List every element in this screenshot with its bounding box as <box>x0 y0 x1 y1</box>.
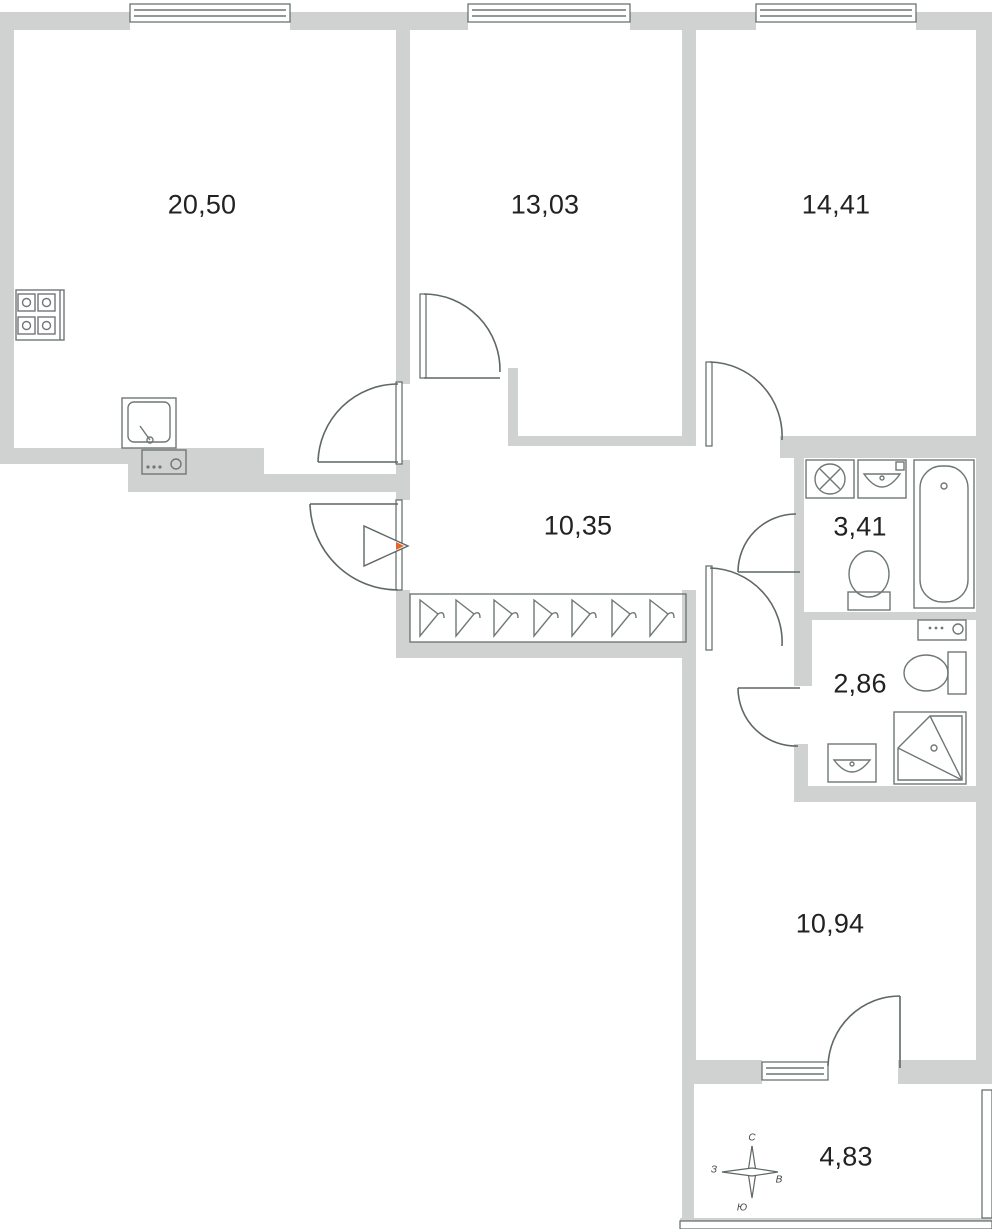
door-balcony <box>827 995 901 1068</box>
windows <box>129 3 992 1229</box>
walls <box>0 12 992 1229</box>
window-bedroom-2 <box>755 3 917 23</box>
hanger-icons <box>419 598 675 638</box>
window-bedroom-3 <box>761 1061 829 1081</box>
cooktop-icon <box>141 449 187 475</box>
area-shower-room: 2,86 <box>833 668 887 699</box>
toilet-2-icon <box>903 651 967 695</box>
window-bedroom-1 <box>467 3 631 23</box>
area-bathroom: 3,41 <box>833 511 887 542</box>
toilet-icon <box>847 550 891 611</box>
area-bedroom-1: 13,03 <box>510 189 580 220</box>
countertop-icon <box>917 619 967 641</box>
door-shower <box>737 687 800 747</box>
wardrobe-icon <box>409 593 687 643</box>
door-bedroom-3 <box>705 565 783 651</box>
area-balcony: 4,83 <box>819 1141 873 1172</box>
compass-south-label: Ю <box>736 1202 748 1214</box>
entrance-marker-icon <box>363 524 410 568</box>
bathtub-icon <box>913 459 975 609</box>
window-kitchen <box>129 3 291 23</box>
compass-east-label: В <box>775 1174 783 1186</box>
shower-cabin-icon <box>893 711 967 785</box>
door-bedroom-2 <box>705 361 783 447</box>
stove-icon <box>15 289 65 341</box>
area-kitchen-living: 20,50 <box>167 189 237 220</box>
door-bedroom-1 <box>419 293 501 379</box>
kitchen-sink-icon <box>121 397 177 449</box>
balcony-glazing <box>679 1089 992 1229</box>
door-bathroom <box>737 513 800 573</box>
washing-machine-icon <box>805 459 855 499</box>
shower-sink-icon <box>827 743 877 783</box>
compass-north-label: С <box>748 1132 756 1144</box>
area-bedroom-2: 14,41 <box>801 189 871 220</box>
bathroom-sink-icon <box>857 459 907 499</box>
compass-icon <box>721 1145 779 1199</box>
area-hallway: 10,35 <box>543 510 613 541</box>
compass-west-label: З <box>710 1164 718 1176</box>
door-kitchen <box>317 381 403 465</box>
area-bedroom-3: 10,94 <box>795 908 865 939</box>
